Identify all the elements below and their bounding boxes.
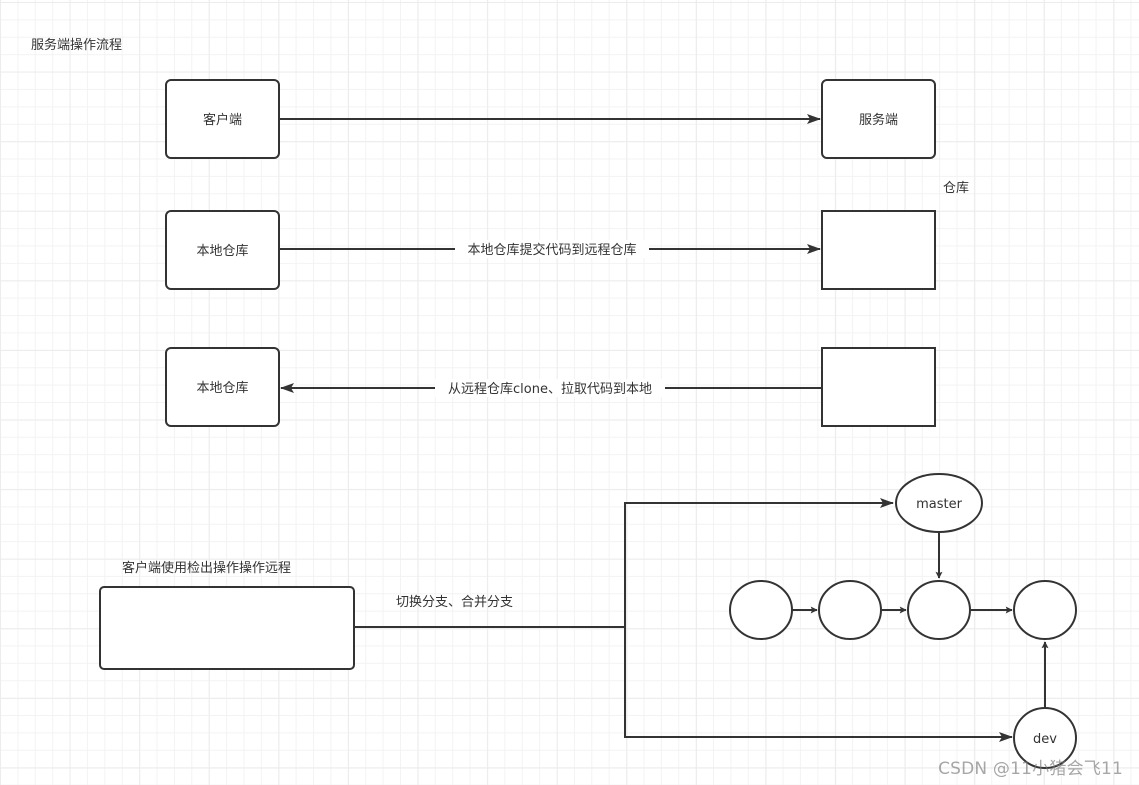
edge-pull-label: 从远程仓库clone、拉取代码到本地 xyxy=(448,381,652,397)
edge-push-label-bg xyxy=(455,240,649,258)
node-master[interactable]: master xyxy=(895,473,983,533)
node-server[interactable]: 服务端 xyxy=(821,79,936,159)
node-client-label: 客户端 xyxy=(203,112,242,128)
node-commit-1[interactable] xyxy=(729,580,793,640)
node-remote-repo-1[interactable] xyxy=(821,210,936,290)
node-client-box[interactable] xyxy=(99,586,355,670)
node-commit-3[interactable] xyxy=(907,580,971,640)
section-title-client-flow: 客户端使用检出操作操作远程 xyxy=(122,560,291,576)
node-local-repo-1-label: 本地仓库 xyxy=(196,243,248,259)
node-local-repo-2-label: 本地仓库 xyxy=(196,380,248,396)
node-dev[interactable]: dev xyxy=(1013,707,1077,769)
edge-push[interactable]: 本地仓库提交代码到远程仓库 xyxy=(279,240,821,258)
node-client[interactable]: 客户端 xyxy=(165,79,280,159)
watermark: CSDN @11小猪会飞11 xyxy=(938,759,1123,779)
node-commit-2[interactable] xyxy=(818,580,882,640)
node-remote-repo-2[interactable] xyxy=(821,347,936,427)
edge-pull-label-bg xyxy=(435,379,665,397)
node-local-repo-1[interactable]: 本地仓库 xyxy=(165,210,280,290)
edge-branch-ops-label: 切换分支、合并分支 xyxy=(396,595,513,610)
section-title-server-flow: 服务端操作流程 xyxy=(31,37,122,53)
node-server-label: 服务端 xyxy=(859,112,898,128)
edge-push-label: 本地仓库提交代码到远程仓库 xyxy=(467,242,636,258)
node-master-label: master xyxy=(916,497,962,512)
warehouse-label: 仓库 xyxy=(943,180,969,196)
node-local-repo-2[interactable]: 本地仓库 xyxy=(165,347,280,427)
node-commit-4[interactable] xyxy=(1013,580,1077,640)
node-dev-label: dev xyxy=(1033,732,1057,747)
edge-pull[interactable]: 从远程仓库clone、拉取代码到本地 xyxy=(280,379,822,397)
edge-branch-ops[interactable] xyxy=(354,498,1013,742)
